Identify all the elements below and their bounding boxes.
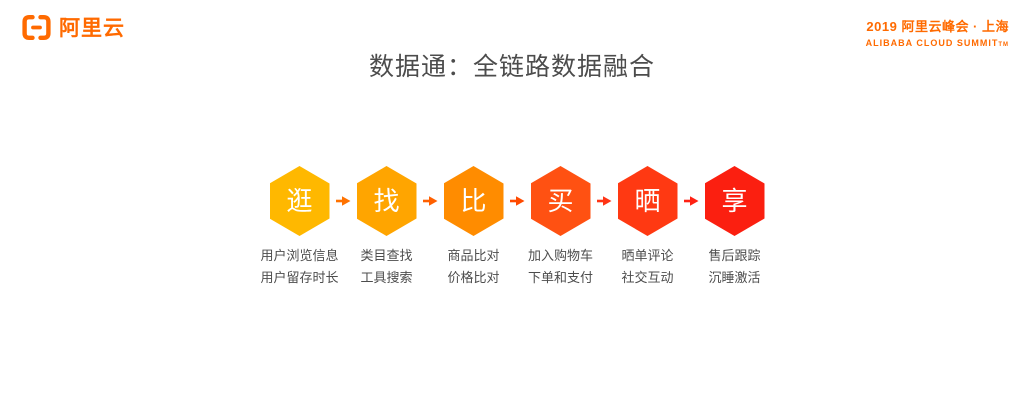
stage-desc-line: 价格比对 [447,270,500,285]
arrow-right-icon [335,195,351,207]
hexagon-find: 找 [356,166,417,236]
flow-stage-compare: 比 商品比对 价格比对 [430,166,525,289]
hexagon-browse: 逛 [269,166,330,236]
arrow-right-icon [422,195,438,207]
stage-label: 享 [721,186,748,216]
event-title: 2019 阿里云峰会 · 上海 [866,19,1009,34]
trademark-mark: TM [998,42,1009,48]
stage-label: 买 [547,186,574,216]
flow-stage-share: 晒 晒单评论 社交互动 [604,166,699,289]
stage-label: 找 [373,186,400,216]
flow-stage-browse: 逛 用户浏览信息 用户留存时长 [256,166,351,289]
stage-desc: 晒单评论 社交互动 [621,245,673,289]
alibaba-cloud-logo: 阿里云 [21,12,125,42]
hexagon-compare: 比 [443,166,504,236]
journey-flow: 逛 用户浏览信息 用户留存时长 找 类目查找 工具搜索 [256,166,778,289]
hexagon-enjoy: 享 [704,166,765,236]
stage-desc: 类目查找 工具搜索 [360,245,412,289]
flow-stage-buy: 买 加入购物车 下单和支付 [517,166,612,289]
flow-stage-find: 找 类目查找 工具搜索 [343,166,438,289]
stage-desc-line: 用户浏览信息 [260,248,339,263]
logo-text: 阿里云 [59,17,125,40]
stage-desc-line: 社交互动 [621,270,674,285]
arrow-right-icon [509,195,525,207]
stage-label: 晒 [634,186,661,216]
stage-desc-line: 晒单评论 [621,248,674,263]
stage-desc-line: 工具搜索 [360,270,413,285]
hexagon-share: 晒 [617,166,678,236]
arrow-right-icon [596,195,612,207]
event-info: 2019 阿里云峰会 · 上海 ALIBABA CLOUD SUMMITTM [866,16,1009,48]
stage-desc: 售后跟踪 沉睡激活 [708,245,760,289]
stage-label: 比 [460,186,487,216]
stage-desc-line: 用户留存时长 [260,270,339,285]
stage-desc: 商品比对 价格比对 [447,245,499,289]
event-subtitle: ALIBABA CLOUD SUMMIT [865,38,999,48]
page-title: 数据通：全链路数据融合 [368,53,655,81]
stage-desc: 加入购物车 下单和支付 [528,245,593,289]
stage-desc-line: 商品比对 [447,248,500,263]
stage-desc-line: 类目查找 [360,248,413,263]
stage-desc: 用户浏览信息 用户留存时长 [260,245,338,289]
stage-desc-line: 售后跟踪 [708,248,761,263]
hexagon-buy: 买 [530,166,591,236]
stage-label: 逛 [286,186,313,216]
flow-stage-enjoy: 享 售后跟踪 沉睡激活 [691,166,778,289]
arrow-right-icon [683,195,699,207]
stage-desc-line: 沉睡激活 [708,270,761,285]
alibaba-cloud-bracket-icon [21,14,52,41]
stage-desc-line: 下单和支付 [527,270,593,285]
event-subtitle-row: ALIBABA CLOUD SUMMITTM [866,38,1009,48]
stage-desc-line: 加入购物车 [527,248,593,263]
